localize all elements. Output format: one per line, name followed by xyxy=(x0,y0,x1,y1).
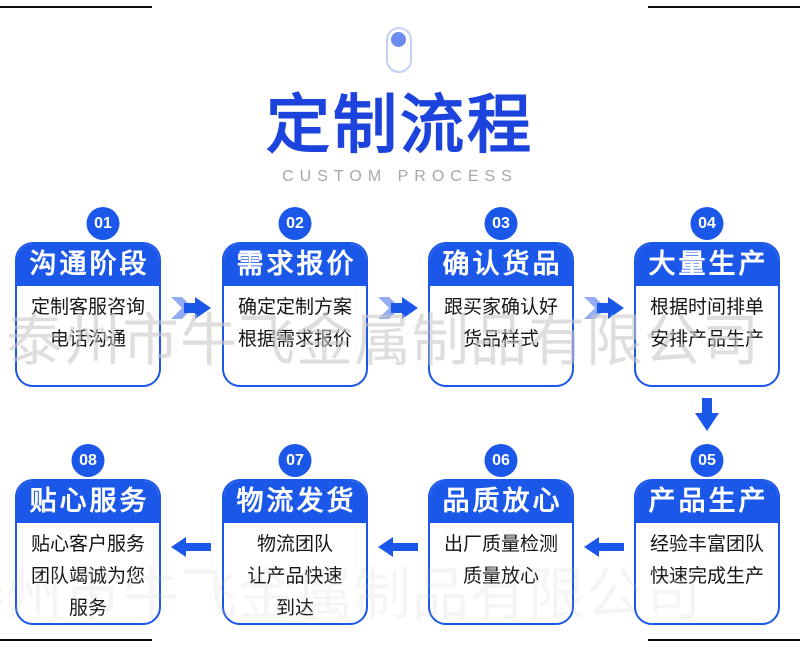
step-number-badge: 05 xyxy=(690,444,724,477)
step-description: 出厂质量检测 质量放心 xyxy=(430,523,572,593)
step-panel: 物流发货 物流团队 让产品快速 到达 xyxy=(222,479,368,625)
step-number: 03 xyxy=(492,214,510,232)
page-border-line-bottom-left xyxy=(0,639,152,641)
step-panel: 品质放心 出厂质量检测 质量放心 xyxy=(428,479,574,625)
fast-forward-arrow-icon xyxy=(378,297,418,319)
left-arrow-icon xyxy=(171,537,211,557)
step-desc-line: 贴心客户服务 xyxy=(30,534,145,555)
step-title: 沟通阶段 xyxy=(17,244,159,286)
step-desc-line: 根据需求报价 xyxy=(237,329,352,350)
step-title: 品质放心 xyxy=(430,481,572,523)
scroll-pill-icon xyxy=(386,27,412,73)
step-desc-line: 安排产品生产 xyxy=(649,329,764,350)
step-number: 08 xyxy=(79,451,97,469)
step-desc-line: 到达 xyxy=(275,598,314,619)
step-number: 01 xyxy=(94,214,112,232)
step-number: 02 xyxy=(286,214,304,232)
page-subtitle: CUSTOM PROCESS xyxy=(282,168,518,185)
step-box-05: 05 产品生产 经验丰富团队 快速完成生产 xyxy=(634,444,780,625)
step-description: 确定定制方案 根据需求报价 xyxy=(224,286,366,356)
step-desc-line: 确定定制方案 xyxy=(237,297,352,318)
step-desc-line: 团队竭诚为您 xyxy=(30,566,145,587)
step-number-badge: 01 xyxy=(86,207,120,240)
step-desc-line: 定制客服咨询 xyxy=(30,297,145,318)
left-arrow-icon xyxy=(378,537,418,557)
fast-forward-arrow-icon xyxy=(171,297,211,319)
page-border-line-top-right xyxy=(648,6,800,8)
step-panel: 大量生产 根据时间排单 安排产品生产 xyxy=(634,242,780,387)
step-number: 06 xyxy=(492,451,510,469)
step-number-badge: 08 xyxy=(71,444,105,477)
step-desc-line: 质量放心 xyxy=(462,566,539,587)
step-description: 根据时间排单 安排产品生产 xyxy=(636,286,778,356)
step-panel: 沟通阶段 定制客服咨询 电话沟通 xyxy=(15,242,161,387)
scroll-pill-dot-icon xyxy=(391,32,406,47)
step-panel: 确认货品 跟买家确认好 货品样式 xyxy=(428,242,574,387)
step-title: 确认货品 xyxy=(430,244,572,286)
step-description: 跟买家确认好 货品样式 xyxy=(430,286,572,356)
step-title: 大量生产 xyxy=(636,244,778,286)
step-desc-line: 物流团队 xyxy=(256,534,333,555)
page-border-line-bottom-right xyxy=(648,639,800,641)
step-description: 定制客服咨询 电话沟通 xyxy=(17,286,159,356)
step-description: 物流团队 让产品快速 到达 xyxy=(224,523,366,623)
step-description: 经验丰富团队 快速完成生产 xyxy=(636,523,778,593)
step-number-badge: 06 xyxy=(484,444,518,477)
fast-forward-arrow-icon xyxy=(584,297,624,319)
step-panel: 贴心服务 贴心客户服务 团队竭诚为您 服务 xyxy=(15,479,161,625)
step-number-badge: 02 xyxy=(278,207,312,240)
step-panel: 产品生产 经验丰富团队 快速完成生产 xyxy=(634,479,780,625)
step-desc-line: 货品样式 xyxy=(462,329,539,350)
left-arrow-icon xyxy=(584,537,624,557)
step-description: 贴心客户服务 团队竭诚为您 服务 xyxy=(17,523,159,623)
step-box-01: 01 沟通阶段 定制客服咨询 电话沟通 xyxy=(15,207,161,387)
step-title: 需求报价 xyxy=(224,244,366,286)
step-desc-line: 快速完成生产 xyxy=(649,566,764,587)
step-number-badge: 03 xyxy=(484,207,518,240)
page-border-line-top-left xyxy=(0,6,152,8)
step-box-03: 03 确认货品 跟买家确认好 货品样式 xyxy=(428,207,574,387)
step-box-07: 07 物流发货 物流团队 让产品快速 到达 xyxy=(222,444,368,625)
step-title: 贴心服务 xyxy=(17,481,159,523)
step-desc-line: 让产品快速 xyxy=(247,566,343,587)
step-box-08: 08 贴心服务 贴心客户服务 团队竭诚为您 服务 xyxy=(15,444,161,625)
step-number-badge: 07 xyxy=(278,444,312,477)
step-box-06: 06 品质放心 出厂质量检测 质量放心 xyxy=(428,444,574,625)
step-number-badge: 04 xyxy=(690,207,724,240)
step-desc-line: 电话沟通 xyxy=(49,329,126,350)
step-title: 物流发货 xyxy=(224,481,366,523)
step-desc-line: 跟买家确认好 xyxy=(443,297,558,318)
step-desc-line: 根据时间排单 xyxy=(649,297,764,318)
step-desc-line: 服务 xyxy=(68,598,107,619)
step-desc-line: 经验丰富团队 xyxy=(649,534,764,555)
down-arrow-icon xyxy=(695,398,719,431)
step-panel: 需求报价 确定定制方案 根据需求报价 xyxy=(222,242,368,387)
step-box-04: 04 大量生产 根据时间排单 安排产品生产 xyxy=(634,207,780,387)
step-box-02: 02 需求报价 确定定制方案 根据需求报价 xyxy=(222,207,368,387)
step-number: 04 xyxy=(698,214,716,232)
step-number: 07 xyxy=(286,451,304,469)
page-title: 定制流程 xyxy=(266,89,534,161)
step-number: 05 xyxy=(698,451,716,469)
step-desc-line: 出厂质量检测 xyxy=(443,534,558,555)
step-title: 产品生产 xyxy=(636,481,778,523)
